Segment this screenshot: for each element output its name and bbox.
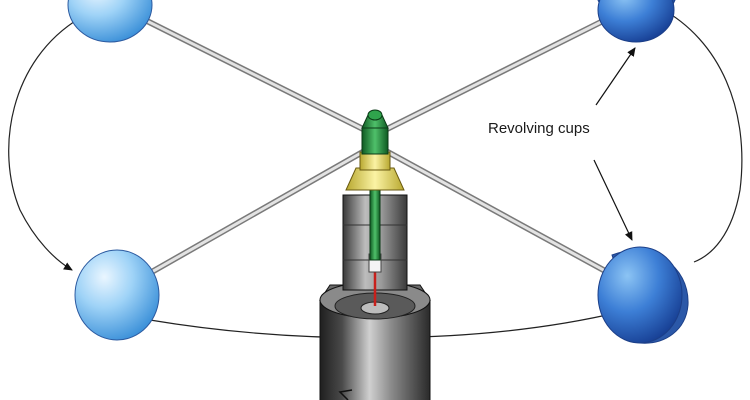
rotation-arrow-left	[8, 17, 81, 271]
cup-bottom-right	[597, 246, 689, 344]
label-arrows	[593, 47, 636, 241]
cup-top-right	[597, 0, 676, 43]
arrow-to-bottom-right-cup	[593, 159, 633, 241]
rotation-arrow-right	[659, 7, 743, 263]
yellow-collar	[345, 167, 405, 191]
housing	[319, 194, 431, 400]
cup-top-left	[67, 0, 153, 43]
cross-arms	[112, 2, 643, 293]
revolving-cups-label: Revolving cups	[488, 120, 590, 137]
arrow-to-top-right-cup	[595, 47, 636, 106]
spindle	[345, 109, 405, 261]
cup-bottom-left	[74, 249, 160, 341]
